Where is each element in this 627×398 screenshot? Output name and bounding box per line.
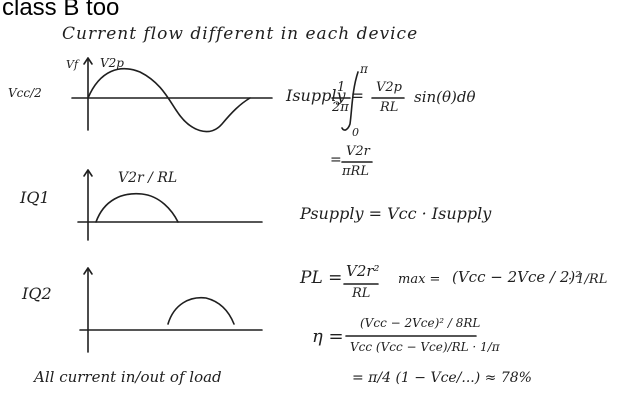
graph2-ylabel: IQ1 bbox=[20, 188, 50, 207]
integrand-num: V2p bbox=[376, 80, 402, 95]
isupply-result-eq: = bbox=[330, 152, 342, 168]
pl-den: RL bbox=[352, 286, 371, 301]
graph1-peak-label: V2p bbox=[100, 56, 124, 70]
slide-heading: class B too bbox=[2, 0, 120, 21]
integrand-tail: sin(θ)dθ bbox=[414, 88, 476, 106]
eta-lhs: η = bbox=[312, 326, 344, 347]
graph3-ylabel: IQ2 bbox=[22, 284, 52, 303]
pl-lhs: PL = bbox=[300, 268, 343, 288]
pl-max-tail: · 1/RL bbox=[568, 272, 608, 287]
graph1-ylabel: Vcc/2 bbox=[8, 86, 42, 100]
graph2-half-wave bbox=[95, 192, 179, 223]
pl-num: V2r² bbox=[346, 262, 380, 280]
graph1-axes bbox=[71, 57, 273, 131]
graph1-sine-wave bbox=[87, 68, 251, 133]
graph3-axes bbox=[79, 267, 263, 353]
graph1-ytick: Vf bbox=[66, 58, 79, 71]
psupply-equation: Psupply = Vcc · Isupply bbox=[300, 204, 492, 223]
graph2-peak-label: V2r / RL bbox=[118, 170, 178, 186]
integrand-den: RL bbox=[380, 100, 399, 115]
graph2-axes bbox=[77, 169, 263, 241]
eta-num: (Vcc − 2Vce)² / 8RL bbox=[360, 316, 481, 330]
pl-max-label: max = bbox=[398, 272, 441, 287]
integral-lower-limit: 0 bbox=[352, 126, 359, 139]
integral-upper-limit: π bbox=[360, 62, 368, 76]
pl-max-expression: (Vcc − 2Vce / 2)² bbox=[452, 268, 582, 286]
isupply-frac-den: 2π bbox=[332, 100, 349, 115]
integral-sign bbox=[341, 71, 359, 131]
isupply-result-den: πRL bbox=[342, 164, 369, 179]
isupply-frac-num: 1 bbox=[337, 80, 346, 95]
isupply-result-num: V2r bbox=[346, 144, 370, 159]
eta-result: = π/4 (1 − Vce/...) ≈ 78% bbox=[352, 370, 532, 386]
eta-den: Vcc (Vcc − Vce)/RL · 1/π bbox=[350, 340, 500, 354]
isupply-lhs: Isupply = bbox=[286, 86, 364, 105]
graph3-half-wave bbox=[167, 296, 235, 325]
slide-subtitle: Current flow different in each device bbox=[62, 24, 419, 44]
load-caption: All current in/out of load bbox=[34, 368, 222, 386]
